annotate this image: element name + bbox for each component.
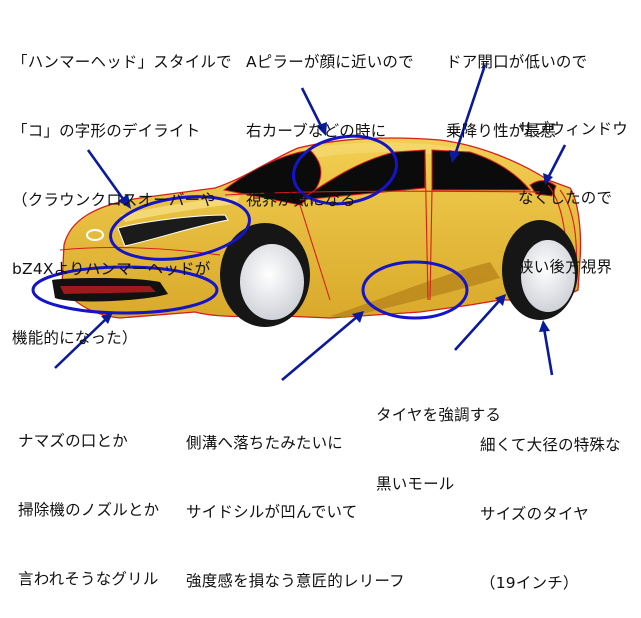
hood-shine: [120, 196, 240, 222]
arrow-grille: [54, 317, 108, 369]
note-door: ドア開口が低いので 乗降り性が最悪: [446, 5, 587, 166]
note-line: 狭い後方視界: [518, 258, 613, 276]
note-line: 右カーブなどの時に: [246, 122, 387, 140]
note-line: なくしたので: [518, 189, 613, 207]
arrow-door: [453, 64, 487, 156]
arrowheads: [101, 122, 553, 332]
note-a-pillar: Aピラーが顔に近いので 右カーブなどの時に 視界が気になる: [246, 5, 414, 235]
note-tire: 細くて大径の特殊な サイズのタイヤ （19インチ）: [480, 388, 621, 618]
arrow-a-pillar: [300, 87, 324, 129]
note-line: bZ4Xよりハンマーヘッドが: [12, 260, 211, 278]
note-line: Aピラーが顔に近いので: [246, 53, 414, 71]
note-line: サブウィンドウ: [518, 120, 628, 138]
rear-rim: [521, 240, 575, 312]
note-line: 強度感を損なう意匠的レリーフ: [186, 572, 405, 590]
arrow-headlight: [86, 149, 128, 204]
arrow-side-sill: [281, 315, 359, 381]
car-illustration: [31, 64, 582, 381]
note-line: 掃除機のノズルとか: [18, 501, 160, 519]
grille: [52, 278, 168, 302]
callout-ellipse-grille: [31, 265, 219, 315]
headlight-lens: [117, 214, 229, 247]
side-window-front: [299, 149, 426, 201]
side-window-rear: [431, 149, 532, 191]
note-line: 「ハンマーヘッド」スタイルで: [12, 53, 232, 71]
note-line: 視界が気になる: [246, 191, 356, 209]
note-rear-window: サブウィンドウ なくしたので 狭い後方視界: [518, 72, 628, 302]
arrows: [54, 64, 567, 381]
note-line: 言われそうなグリル: [18, 570, 159, 588]
note-line: 「コ」の字形のデイライト: [12, 122, 201, 140]
note-line: 側溝へ落ちたみたいに: [186, 434, 344, 452]
roof-shine: [300, 142, 470, 160]
note-line: 細くて大径の特殊な: [480, 436, 621, 454]
note-side-sill: 側溝へ落ちたみたいに サイドシルが凹んでいて 強度感を損なう意匠的レリーフ: [186, 386, 405, 616]
callout-ellipse-headlight: [109, 195, 251, 261]
note-line: （クラウンクロスオーバーや: [12, 191, 216, 209]
side-sill-relief: [330, 262, 500, 318]
note-grille: ナマズの口とか 掃除機のノズルとか 言われそうなグリル: [18, 384, 159, 614]
note-headlight: 「ハンマーヘッド」スタイルで 「コ」の字形のデイライト （クラウンクロスオーバー…: [12, 5, 232, 373]
arrow-rear-window: [546, 144, 567, 179]
front-rim: [240, 244, 304, 320]
note-line: サイズのタイヤ: [480, 505, 589, 523]
note-line: サイドシルが凹んでいて: [186, 503, 358, 521]
note-line: （19インチ）: [480, 574, 579, 592]
headlight: [86, 214, 229, 247]
note-line: ドア開口が低いので: [446, 53, 588, 71]
arrow-black-molding: [454, 299, 501, 351]
callout-ellipse-a-pillar: [291, 134, 399, 206]
fog-light: [86, 229, 104, 241]
rear-wheel: [502, 220, 578, 320]
arrow-tire: [542, 327, 554, 376]
note-line: 機能的になった）: [12, 329, 138, 347]
note-line: 乗降り性が最悪: [446, 122, 556, 140]
note-line: ナマズの口とか: [18, 432, 128, 450]
callout-ellipse-side-sill: [361, 260, 469, 320]
note-line: タイヤを強調する: [376, 406, 502, 424]
callouts: [31, 134, 469, 320]
front-wheel: [220, 223, 310, 327]
